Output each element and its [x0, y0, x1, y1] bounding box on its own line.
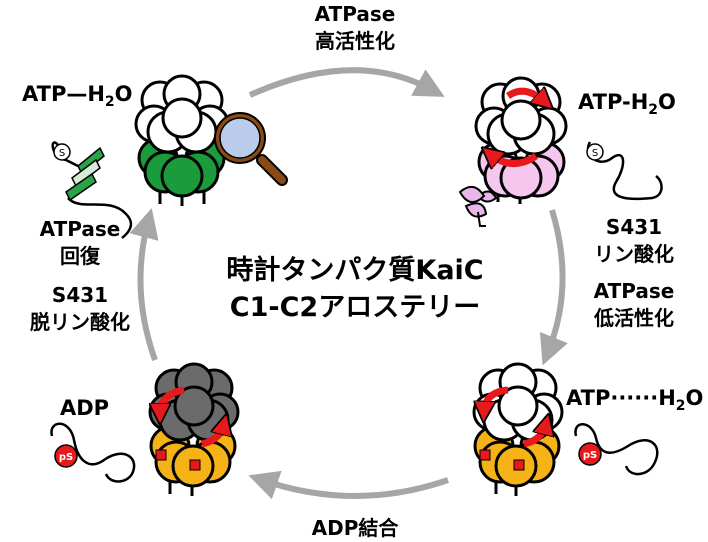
state-label-bottom-right: ATP······H2O [566, 386, 704, 415]
cycle-arrow-left [129, 208, 159, 362]
state-label-top-left: ATP—H2O [22, 82, 133, 111]
step-label-left: ATPase 回復 S431 脱リン酸化 [20, 216, 140, 336]
step-top-line1: ATPase [314, 2, 396, 26]
helix-icon [50, 422, 136, 483]
rotation-arrow-icon [523, 424, 546, 448]
step-right-line4: 低活性化 [594, 306, 674, 330]
state-label-top-right: ATP-H2O [578, 90, 676, 119]
step-left-line2: 回復 [60, 244, 100, 268]
rotation-arrow-icon [484, 386, 509, 412]
step-left-line4: 脱リン酸化 [30, 310, 130, 334]
step-top-line2: 高活性化 [315, 29, 395, 53]
cycle-arrow-top [248, 67, 445, 98]
site-label-top-right: S [592, 148, 598, 159]
cycle-arrow-bottom [248, 470, 449, 500]
helix-icon [51, 141, 133, 239]
kaic-phosphorylating-hexamer [474, 76, 568, 204]
rotation-arrow-icon [490, 154, 538, 164]
title-line1: 時計タンパク質KaiC [226, 255, 484, 286]
step-right-line3: ATPase [593, 279, 675, 303]
site-label-top-left: S [59, 148, 65, 159]
cycle-arrow-right [539, 209, 568, 366]
step-left-line3: S431 [51, 283, 109, 307]
step-label-top: ATPase 高活性化 [290, 1, 420, 55]
helix-icon [586, 141, 663, 201]
step-bottom-line1: ADP結合 [311, 516, 399, 540]
kaic-active-hexamer [134, 74, 230, 206]
diagram-title: 時計タンパク質KaiC C1-C2アロステリー [190, 252, 520, 326]
magnifier-icon [214, 112, 288, 186]
rotation-arrow-icon [160, 386, 185, 414]
state-label-bottom-left: ADP [60, 396, 110, 420]
rotation-arrow-icon [201, 424, 224, 448]
site-label-bottom-left: pS [59, 452, 73, 463]
helix-icon [574, 423, 659, 476]
title-line2: C1-C2アロステリー [229, 292, 481, 323]
step-label-right: S431 リン酸化 ATPase 低活性化 [584, 214, 684, 332]
site-label-bottom-right: pS [583, 450, 597, 461]
step-right-line1: S431 [605, 215, 663, 239]
kaic-low-activity-hexamer [472, 362, 564, 496]
rotation-arrow-icon [505, 91, 545, 102]
step-left-line1: ATPase [39, 217, 121, 241]
step-right-line2: リン酸化 [594, 242, 674, 266]
step-label-bottom: ADP結合 [290, 515, 420, 542]
flower-icon [458, 185, 498, 227]
